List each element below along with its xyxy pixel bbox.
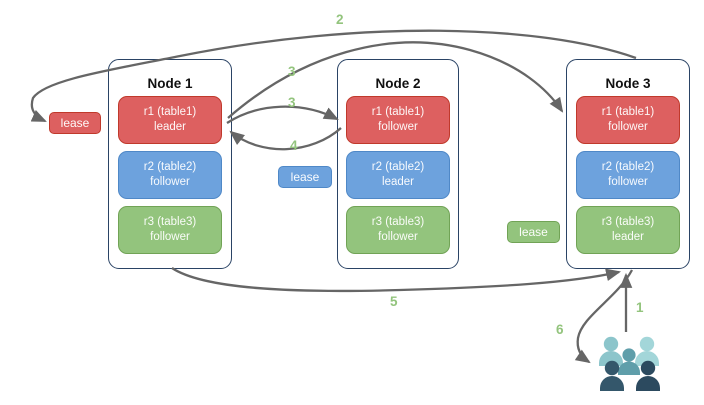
node-3-replica-r3: r3 (table3) leader (576, 206, 680, 254)
step-label-3a: 3 (288, 64, 296, 79)
node-1-title: Node 1 (147, 76, 193, 91)
node-1-replica-r2: r2 (table2) follower (118, 151, 222, 199)
node-3-replica-r1: r1 (table1) follower (576, 96, 680, 144)
replica-label-line2: leader (382, 176, 414, 188)
node-1-replica-r3: r3 (table3) follower (118, 206, 222, 254)
node-2-title: Node 2 (375, 76, 421, 91)
replica-label-line2: leader (612, 231, 644, 243)
lease-chip-green: lease (507, 221, 560, 243)
replica-label-line2: leader (154, 121, 186, 133)
person-dark-navy (636, 360, 660, 391)
lease-chip-blue: lease (278, 166, 332, 188)
replica-label-line1: r3 (table3) (371, 216, 425, 229)
replica-label-line2: follower (608, 176, 648, 188)
arrow-step-3-to-node2 (226, 105, 339, 124)
node-3-replica-r2: r2 (table2) follower (576, 151, 680, 199)
node-1: Node 1 r1 (table1) leader r2 (table2) fo… (108, 59, 232, 269)
arrow-step-5 (171, 267, 622, 293)
users-group-icon (599, 336, 660, 391)
step-label-5: 5 (390, 294, 398, 309)
replica-label-line1: r3 (table3) (601, 216, 655, 229)
replica-label-line1: r2 (table2) (601, 161, 655, 174)
replica-label-line1: r1 (table1) (601, 106, 655, 119)
node-2: Node 2 r1 (table1) follower r2 (table2) … (337, 59, 459, 269)
node-3: Node 3 r1 (table1) follower r2 (table2) … (566, 59, 690, 269)
node-2-replica-r3: r3 (table3) follower (346, 206, 450, 254)
node-2-replica-r2: r2 (table2) leader (346, 151, 450, 199)
arrow-step-4 (229, 127, 342, 151)
step-label-4: 4 (290, 138, 298, 153)
replica-label-line1: r3 (table3) (143, 216, 197, 229)
person-dark-slate (600, 360, 624, 391)
node-2-replica-r1: r1 (table1) follower (346, 96, 450, 144)
replica-label-line2: follower (150, 231, 190, 243)
step-label-1: 1 (636, 300, 644, 315)
replica-label-line2: follower (150, 176, 190, 188)
replica-label-line2: follower (378, 121, 418, 133)
replica-label-line1: r1 (table1) (143, 106, 197, 119)
replica-label-line1: r2 (table2) (143, 161, 197, 174)
node-3-title: Node 3 (605, 76, 651, 91)
replica-label-line2: follower (608, 121, 648, 133)
node-1-replica-r1: r1 (table1) leader (118, 96, 222, 144)
replica-label-line1: r2 (table2) (371, 161, 425, 174)
step-label-6: 6 (556, 322, 564, 337)
step-label-2: 2 (336, 12, 344, 27)
step-label-3b: 3 (288, 95, 296, 110)
replica-label-line1: r1 (table1) (371, 106, 425, 119)
replica-label-line2: follower (378, 231, 418, 243)
person-pale-teal (635, 336, 659, 366)
lease-chip-red: lease (49, 112, 101, 134)
